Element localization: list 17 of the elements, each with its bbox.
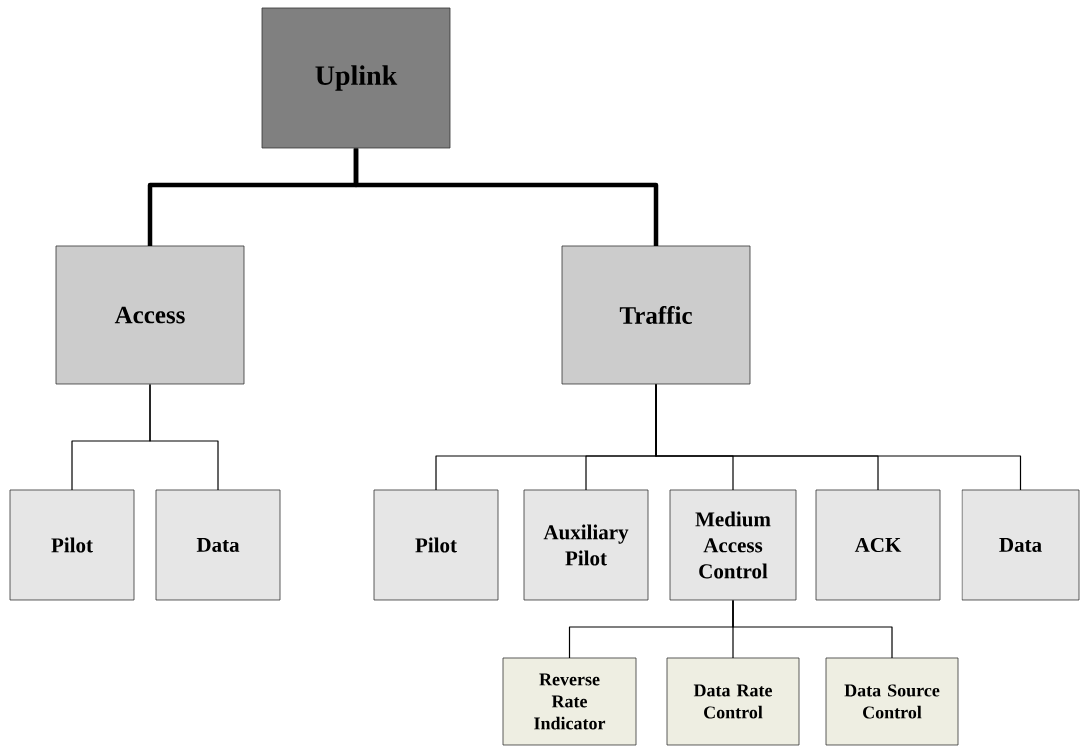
connector-line [655, 383, 1022, 491]
tree-box: Medium Access Control [669, 489, 797, 601]
tree-box: Access [55, 245, 245, 385]
tree-box: Reverse Rate Indicator [502, 657, 637, 746]
tree-box: Data [155, 489, 281, 601]
connector-line [353, 148, 659, 246]
tree-box: Uplink [261, 7, 451, 149]
tree-box: Pilot [9, 489, 135, 601]
tree-box: Traffic [561, 245, 751, 385]
connector-line [149, 383, 219, 491]
tree-box: ACK [815, 489, 941, 601]
tree-box: Data Rate Control [666, 657, 800, 746]
tree-box: Data Source Control [825, 657, 959, 746]
connector-line [732, 599, 893, 659]
tree-box: Pilot [373, 489, 499, 601]
tree-box: Auxiliary Pilot [523, 489, 649, 601]
tree-box: Data [961, 489, 1080, 601]
